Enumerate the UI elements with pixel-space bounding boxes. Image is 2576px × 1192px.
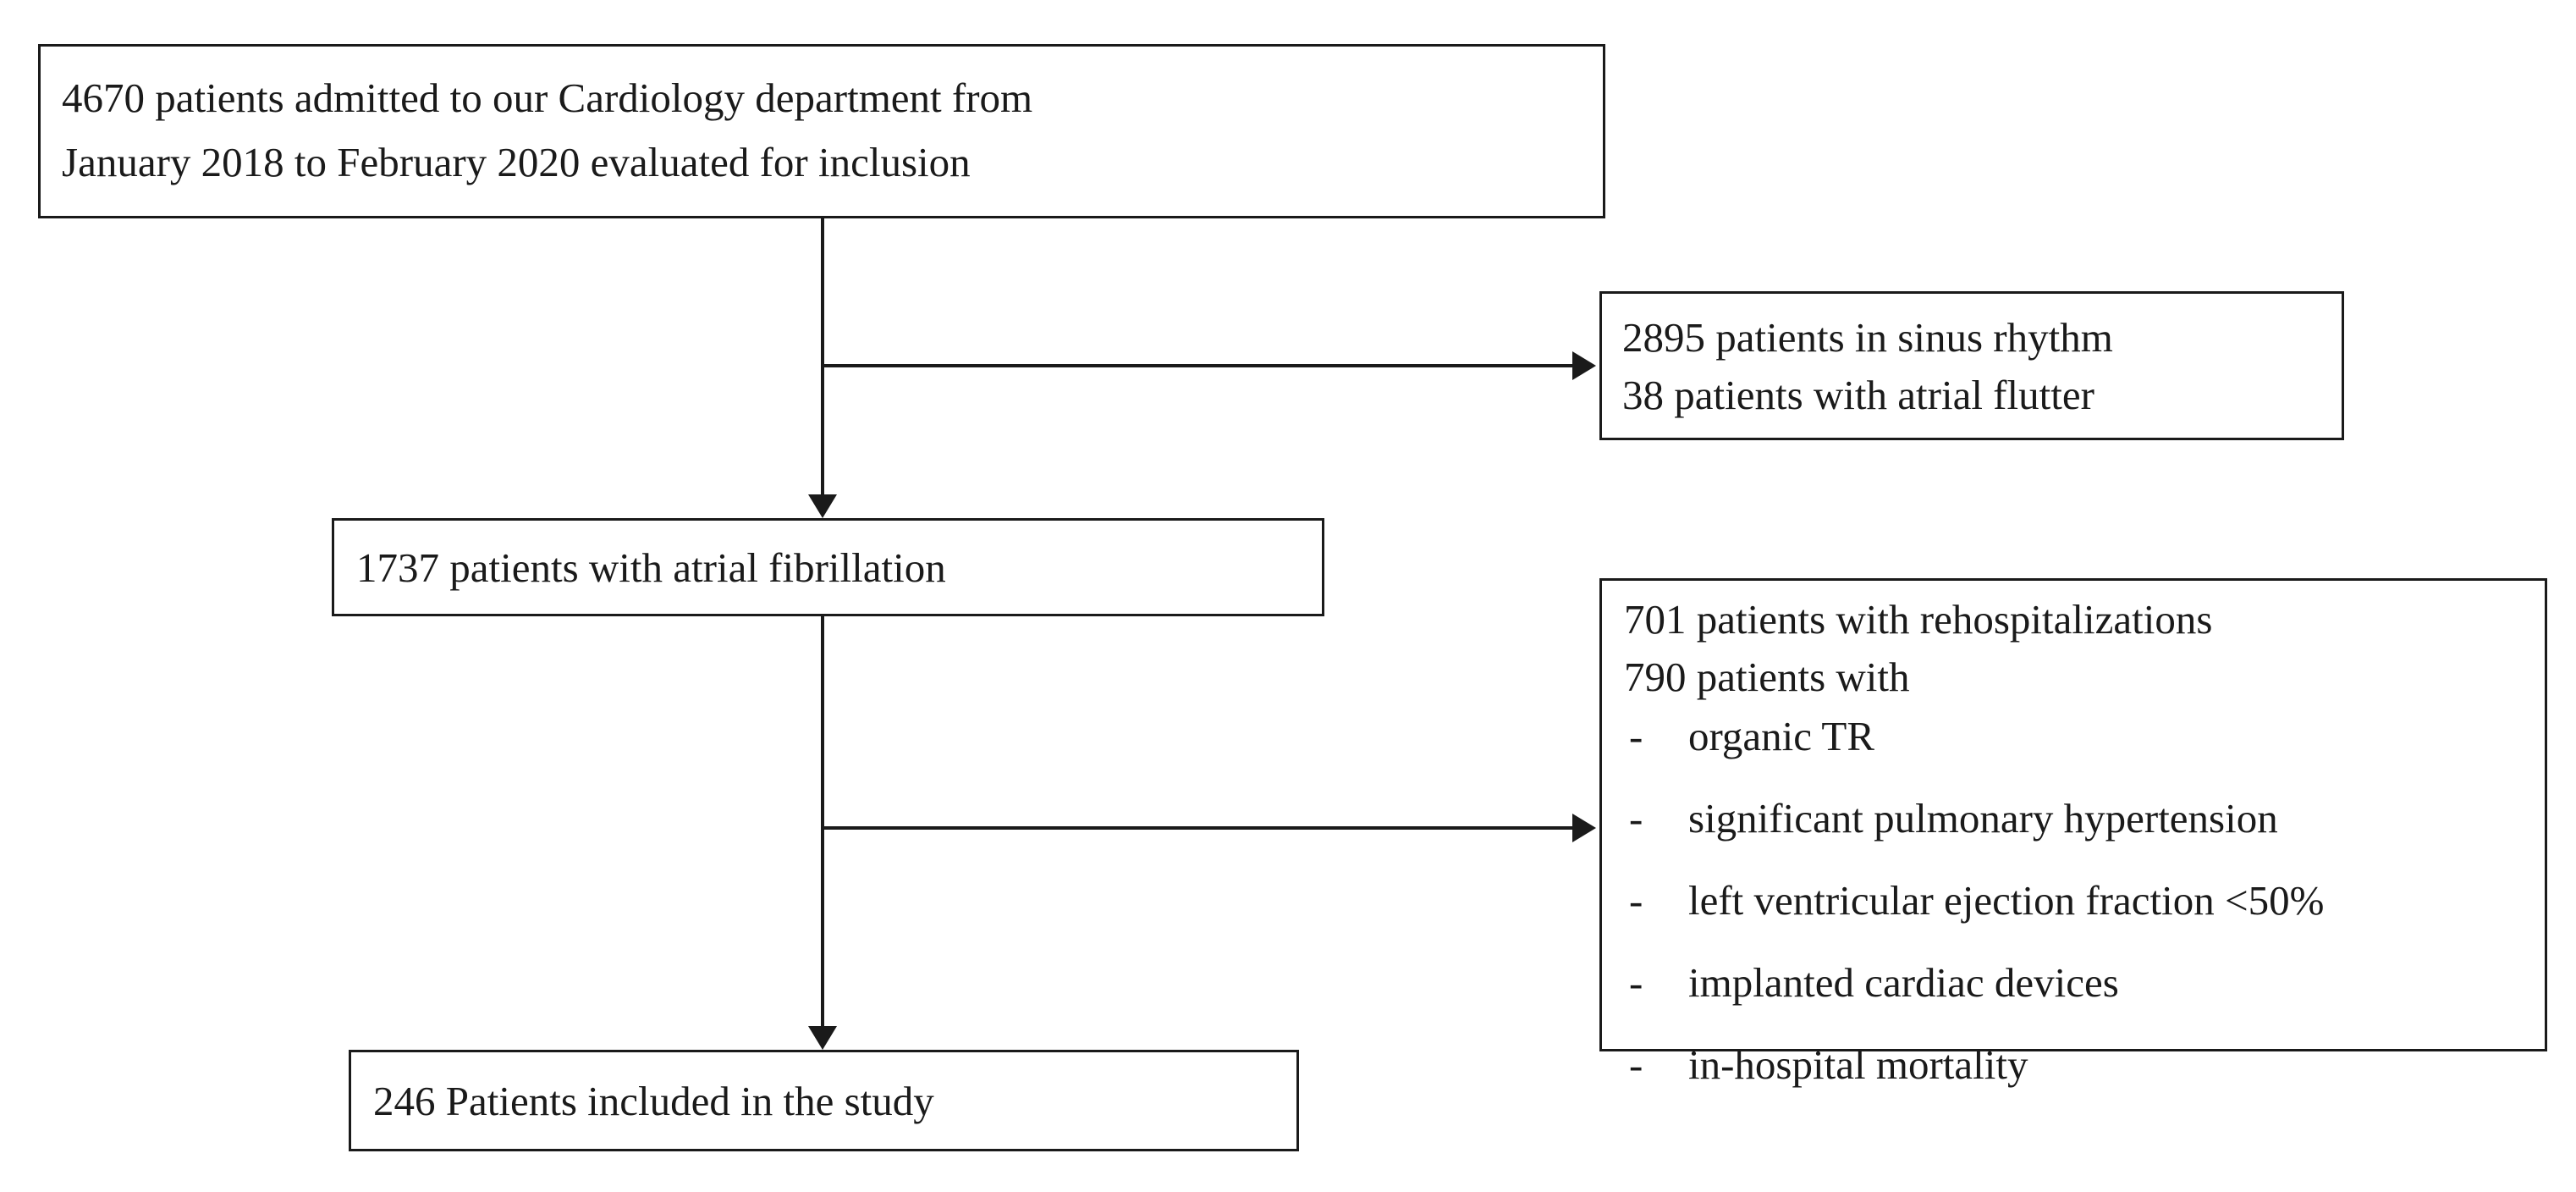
node-excluded-rhythm-line-1: 2895 patients in sinus rhythm: [1622, 314, 2113, 361]
exclusion-bullet-label: organic TR: [1688, 713, 1875, 759]
connector-screened-to-af: [821, 218, 824, 494]
arrowhead-screened-to-excluded-rhythm: [1572, 351, 1596, 380]
exclusion-bullet-label: left ventricular ejection fraction <50%: [1688, 877, 2325, 924]
node-screened-line-1: 4670 patients admitted to our Cardiology…: [62, 74, 1033, 121]
node-atrial-fibrillation-line-1: 1737 patients with atrial fibrillation: [356, 544, 946, 591]
exclusion-bullet-item: - in-hospital mortality: [1629, 1038, 2028, 1092]
node-screened-line-2: January 2018 to February 2020 evaluated …: [62, 139, 971, 185]
node-screened: 4670 patients admitted to our Cardiology…: [38, 44, 1605, 218]
bullet-dash-icon: -: [1629, 795, 1643, 842]
bullet-dash-icon: -: [1629, 877, 1643, 924]
exclusion-bullet-label: significant pulmonary hypertension: [1688, 795, 2278, 842]
node-excluded-rhythm: 2895 patients in sinus rhythm 38 patient…: [1599, 291, 2344, 440]
node-excluded-criteria: 701 patients with rehospitalizations 790…: [1599, 578, 2547, 1088]
exclusion-bullet-label: in-hospital mortality: [1688, 1041, 2028, 1088]
exclusion-bullet-label: implanted cardiac devices: [1688, 959, 2119, 1006]
exclusion-bullet-item: - organic TR: [1629, 709, 1874, 764]
node-excluded-rhythm-line-2: 38 patients with atrial flutter: [1622, 372, 2094, 418]
bullet-dash-icon: -: [1629, 713, 1643, 759]
connector-af-to-excluded-criteria: [821, 826, 1572, 830]
arrowhead-af-to-included: [808, 1026, 837, 1050]
node-included: 246 Patients included in the study: [349, 1050, 1299, 1151]
bullet-dash-icon: -: [1629, 959, 1643, 1006]
connector-af-to-included: [821, 616, 824, 1026]
node-included-line-1: 246 Patients included in the study: [373, 1078, 934, 1124]
arrowhead-af-to-excluded-criteria: [1572, 814, 1596, 842]
node-excluded-criteria-line-2: 790 patients with: [1624, 654, 1910, 700]
exclusion-bullet-item: - left ventricular ejection fraction <50…: [1629, 874, 2324, 928]
node-atrial-fibrillation: 1737 patients with atrial fibrillation: [332, 518, 1324, 616]
exclusion-bullet-item: - implanted cardiac devices: [1629, 956, 2119, 1010]
node-excluded-criteria-line-1: 701 patients with rehospitalizations: [1624, 596, 2213, 643]
connector-screened-to-excluded-rhythm: [821, 364, 1572, 367]
exclusion-bullet-item: - significant pulmonary hypertension: [1629, 792, 2278, 846]
bullet-dash-icon: -: [1629, 1041, 1643, 1088]
arrowhead-screened-to-af: [808, 494, 837, 518]
